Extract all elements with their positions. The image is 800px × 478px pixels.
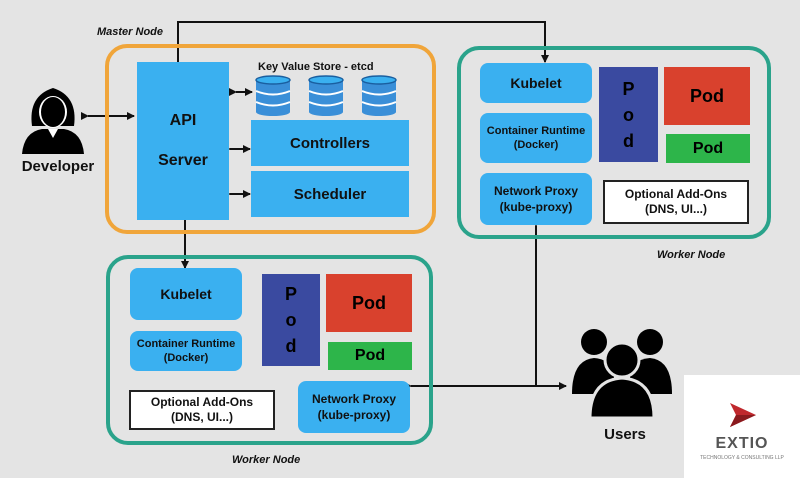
worker-bottom-kubelet: Kubelet — [130, 268, 242, 320]
users-group-icon — [572, 329, 672, 418]
database-icon — [255, 75, 291, 116]
pod-letter: o — [623, 104, 634, 125]
developer-label: Developer — [21, 158, 95, 175]
worker-bottom-pod-vertical: P o d — [262, 274, 320, 366]
extio-logo-mark-icon — [730, 403, 756, 427]
worker-top-pod-red: Pod — [664, 67, 750, 125]
worker-top-kubelet: Kubelet — [480, 63, 592, 103]
worker-top-network-proxy: Network Proxy (kube-proxy) — [480, 173, 592, 225]
extio-logo-tagline: TECHNOLOGY & CONSULTING LLP — [700, 455, 784, 461]
worker-bottom-optional-addons: Optional Add-Ons (DNS, UI...) — [129, 390, 275, 430]
worker-node-bottom-label: Worker Node — [232, 454, 301, 466]
worker-top-runtime-line2: (Docker) — [513, 139, 559, 151]
etcd-database-icons — [255, 75, 397, 116]
worker-bottom-addons-line1: Optional Add-Ons — [150, 395, 254, 409]
worker-top-proxy-line1: Network Proxy — [493, 184, 579, 198]
worker-node-top — [457, 46, 771, 239]
worker-top-addons-line2: (DNS, UI...) — [645, 202, 707, 216]
worker-bottom-runtime-line2: (Docker) — [163, 352, 209, 364]
master-node — [105, 44, 436, 234]
pod-letter: P — [622, 78, 635, 99]
worker-bottom-proxy-line2: (kube-proxy) — [317, 408, 391, 422]
users-label: Users — [604, 426, 646, 443]
worker-bottom-container-runtime: Container Runtime (Docker) — [130, 331, 242, 371]
worker-top-pod-green: Pod — [666, 134, 750, 163]
worker-top-container-runtime: Container Runtime (Docker) — [480, 113, 592, 163]
worker-top-proxy-line2: (kube-proxy) — [499, 200, 573, 214]
database-icon — [308, 75, 344, 116]
worker-top-pod-vertical: P o d — [599, 67, 658, 162]
pod-letter: d — [623, 130, 634, 151]
etcd-label: Key Value Store - etcd — [258, 61, 374, 73]
database-icon — [361, 75, 397, 116]
worker-top-addons-line1: Optional Add-Ons — [624, 187, 728, 201]
worker-top-optional-addons: Optional Add-Ons (DNS, UI...) — [603, 180, 749, 224]
worker-bottom-addons-line2: (DNS, UI...) — [171, 410, 233, 424]
worker-bottom-network-proxy: Network Proxy (kube-proxy) — [298, 381, 410, 433]
worker-bottom-pod-red: Pod — [326, 274, 412, 332]
worker-node-top-label: Worker Node — [657, 249, 726, 261]
worker-bottom-proxy-line1: Network Proxy — [311, 392, 397, 406]
master-node-label: Master Node — [97, 26, 164, 38]
scheduler-box: Scheduler — [251, 171, 409, 217]
extio-logo: EXTIO TECHNOLOGY & CONSULTING LLP — [684, 375, 800, 478]
api-server-box: API Server — [137, 62, 229, 220]
extio-logo-name: EXTIO — [715, 435, 769, 452]
pod-letter: P — [284, 284, 297, 304]
developer-person-icon — [22, 88, 84, 154]
worker-top-runtime-line1: Container Runtime — [486, 125, 586, 137]
pod-letter: d — [285, 336, 297, 356]
worker-bottom-runtime-line1: Container Runtime — [136, 338, 236, 350]
worker-node-bottom — [106, 255, 433, 445]
controllers-box: Controllers — [251, 120, 409, 166]
worker-bottom-pod-green: Pod — [328, 342, 412, 370]
api-server-label-line1: API — [169, 112, 197, 129]
api-server-label-line2: Server — [158, 152, 208, 169]
pod-letter: o — [285, 310, 297, 330]
